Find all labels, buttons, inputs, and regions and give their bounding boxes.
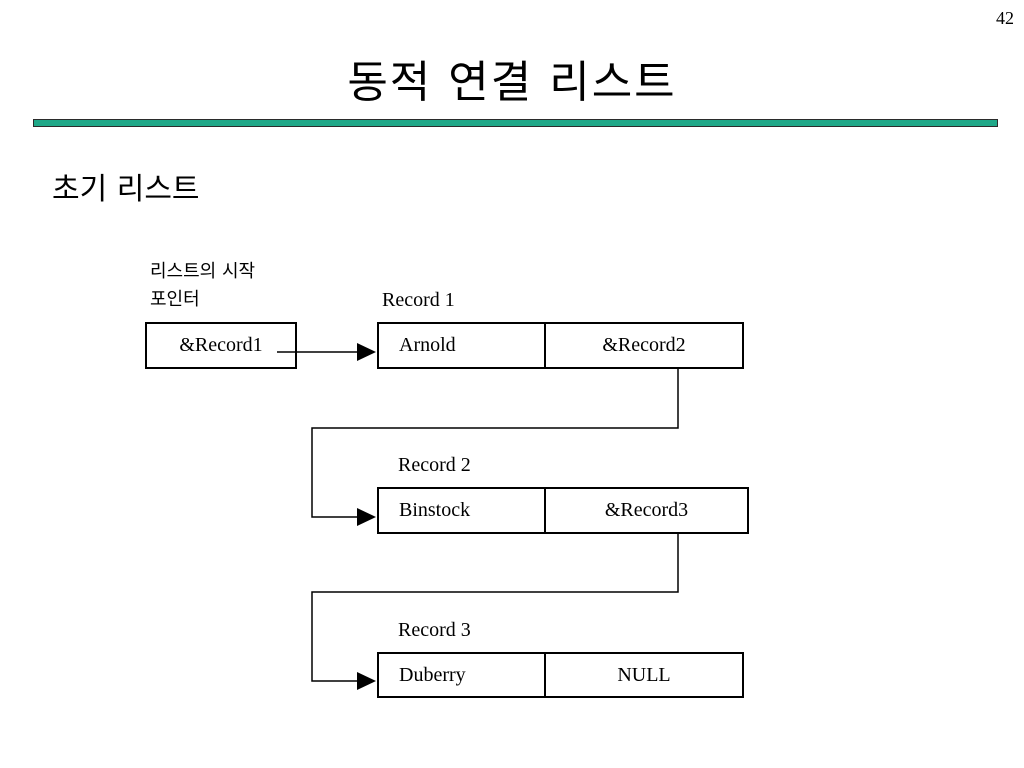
record-2-next-cell: &Record3 [546, 489, 747, 532]
record-1-label: Record 1 [382, 289, 455, 311]
record-2-label: Record 2 [398, 454, 471, 476]
record-2-data-cell: Binstock [379, 489, 546, 532]
record-2-next: &Record3 [604, 499, 689, 521]
head-pointer-box: &Record1 [145, 322, 297, 369]
record-2-node: Binstock &Record3 [377, 487, 749, 534]
page-number: 42 [996, 8, 1014, 28]
record-1-next: &Record2 [602, 334, 686, 356]
record-3-next: NULL [617, 663, 671, 686]
record-3-arrowhead [357, 672, 376, 690]
section-subtitle: 초기 리스트 [52, 172, 200, 207]
record-2-data: Binstock [399, 499, 471, 521]
slide-title: 동적 연결 리스트 [347, 57, 677, 108]
record-1-data: Arnold [399, 334, 456, 356]
record-2-arrowhead [357, 508, 376, 526]
record-2-to-record-3-link [311, 534, 679, 682]
head-pointer-caption: 리스트의 시작 포인터 [150, 258, 255, 314]
record-1-data-cell: Arnold [379, 324, 546, 367]
record-3-data-cell: Duberry [379, 654, 546, 696]
record-3-data: Duberry [399, 663, 466, 686]
record-1-to-record-2-link [311, 369, 679, 518]
record-3-next-cell: NULL [546, 654, 742, 696]
head-pointer-caption-line1: 리스트의 시작 [150, 261, 256, 282]
record-1-node: Arnold &Record2 [377, 322, 744, 369]
record-1-next-cell: &Record2 [546, 324, 742, 367]
record-3-label: Record 3 [398, 619, 471, 641]
title-divider [33, 119, 998, 127]
head-to-record-1-arrowhead [357, 343, 376, 361]
head-pointer-value: &Record1 [179, 334, 263, 356]
head-pointer-caption-line2: 포인터 [150, 289, 200, 310]
record-3-node: Duberry NULL [377, 652, 744, 698]
